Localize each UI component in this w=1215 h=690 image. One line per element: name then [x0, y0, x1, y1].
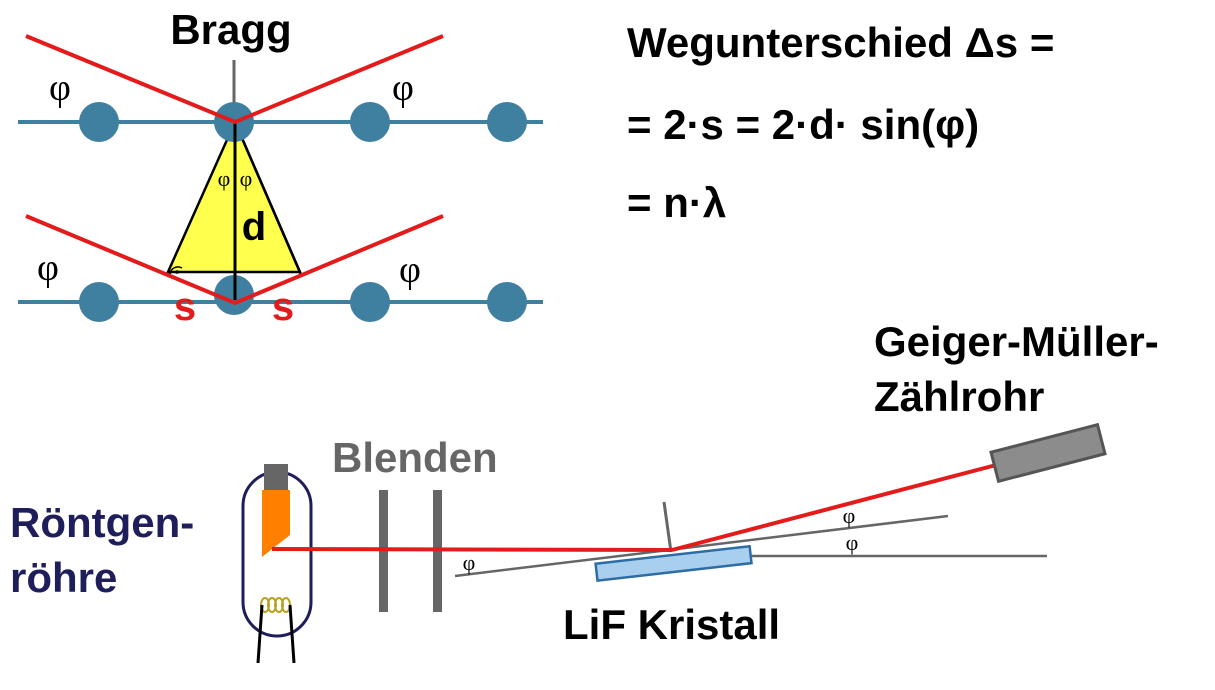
bragg-diagram: Bragg φ φ φ φ φ φ d s s	[18, 6, 543, 329]
anode	[262, 490, 290, 557]
angle-label: φ	[49, 67, 71, 109]
beam-top	[25, 34, 444, 125]
filament-lead	[256, 604, 264, 664]
crystal-plane-line	[454, 514, 949, 578]
detector-label: Geiger-Müller-	[874, 318, 1159, 365]
incident-beam	[271, 547, 673, 552]
lattice-atom	[487, 102, 527, 142]
angle-label-small: φ	[218, 166, 231, 191]
bragg-formula: Wegunterschied Δs = = 2·s = 2·d· sin(φ) …	[627, 19, 1054, 226]
path-segment-label: s	[174, 285, 196, 329]
formula-line-3: = n·λ	[627, 179, 726, 226]
triangle-right-side	[233, 121, 304, 278]
lif-crystal	[594, 544, 753, 583]
geiger-counter	[989, 422, 1107, 484]
right-angle-dot	[175, 270, 179, 274]
lattice-atom	[350, 282, 390, 322]
right-angle-marker	[169, 266, 183, 275]
xray-tube-label: röhre	[10, 554, 117, 601]
formula-line-2: = 2·s = 2·d· sin(φ)	[627, 101, 979, 148]
experiment-setup: φ φ φ Röntgen- röhre Blenden LiF Kristal…	[10, 318, 1159, 664]
angle-label-small: φ	[240, 166, 253, 191]
crystal-label: LiF Kristall	[563, 601, 780, 648]
tube-cap	[264, 464, 288, 490]
angle-label: φ	[399, 249, 421, 291]
formula-line-1: Wegunterschied Δs =	[627, 19, 1054, 66]
xray-tube	[241, 464, 313, 664]
path-segment-label: s	[272, 285, 294, 329]
crystal-normal-line	[662, 501, 673, 553]
plane-spacing-label: d	[242, 205, 266, 249]
filament-lead	[288, 604, 296, 664]
angle-label-small: φ	[463, 550, 476, 575]
angle-label-small: φ	[846, 530, 859, 555]
reflected-beam	[671, 462, 1001, 552]
xray-tube-label: Röntgen-	[10, 499, 194, 546]
angle-label: φ	[37, 247, 59, 289]
beam-bottom	[25, 214, 444, 306]
apertures-label: Blenden	[332, 434, 498, 481]
lattice-atom	[487, 282, 527, 322]
lattice-atom	[350, 102, 390, 142]
bragg-title: Bragg	[170, 6, 291, 53]
detector-label: Zählrohr	[874, 373, 1044, 420]
lattice-atom	[79, 282, 119, 322]
angle-label: φ	[392, 67, 414, 109]
lattice-atom	[79, 102, 119, 142]
angle-label-small: φ	[843, 503, 856, 528]
